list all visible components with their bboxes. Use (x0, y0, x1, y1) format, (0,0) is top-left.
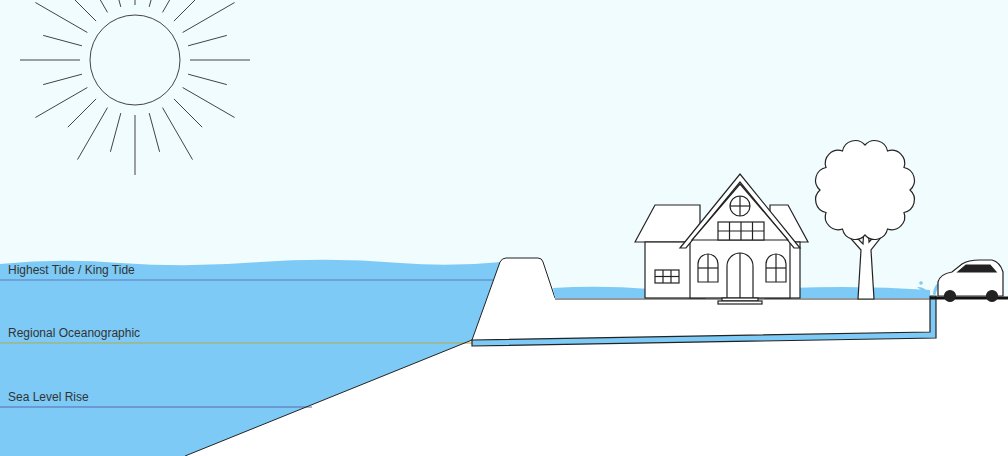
regional-line (0, 343, 472, 344)
shore-slope (185, 340, 472, 456)
house (635, 174, 808, 304)
ocean (0, 260, 502, 456)
sun-disc (90, 15, 180, 105)
seawall (472, 258, 555, 340)
level-label: Highest Tide / King Tide (8, 263, 135, 277)
sun (20, 0, 250, 175)
car (938, 260, 1003, 302)
tree (816, 141, 915, 299)
drain-pipe (472, 296, 936, 346)
backflow-spray (917, 281, 940, 296)
sea-level-line (0, 407, 312, 408)
king-tide-line (0, 280, 500, 281)
level-label: Regional Oceanographic (8, 326, 140, 340)
level-label: Sea Level Rise (8, 390, 89, 404)
